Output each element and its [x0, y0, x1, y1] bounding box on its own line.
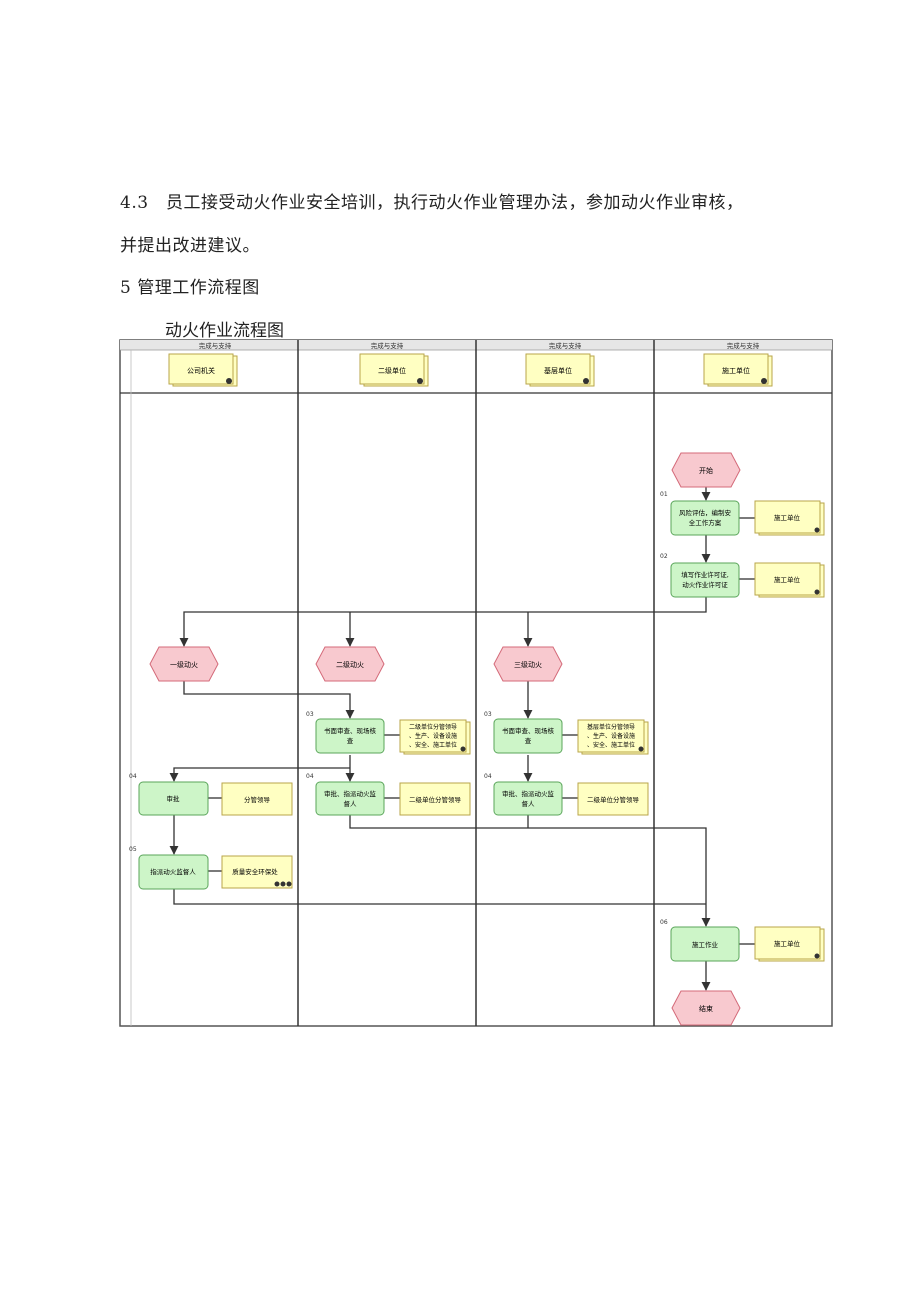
svg-text:施工单位: 施工单位	[774, 513, 801, 522]
role-box-06: 施工单位	[754, 926, 825, 962]
role-box-02: 施工单位	[754, 562, 825, 598]
step-01-box: 风险评估，编制安 全工作方案	[670, 500, 740, 536]
svg-text:、生产、设备设施: 、生产、设备设施	[409, 732, 457, 740]
flow-connectors	[169, 470, 755, 991]
svg-text:审批、指派动火监: 审批、指派动火监	[324, 789, 377, 798]
step-number: 05	[129, 846, 137, 853]
svg-text:二级动火: 二级动火	[336, 660, 364, 669]
role-icon	[761, 378, 767, 384]
lane-role-base-level: 基层单位	[525, 353, 595, 387]
lane-role-company: 公司机关	[168, 353, 238, 387]
role-icon	[814, 589, 820, 595]
lane-role-second-level: 二级单位	[359, 353, 429, 387]
svg-text:二级单位分管领导: 二级单位分管领导	[587, 795, 640, 804]
svg-text:查: 查	[525, 736, 532, 745]
fire-level-3: 三级动火	[493, 646, 563, 682]
svg-text:一级动火: 一级动火	[170, 660, 198, 669]
role-icon	[638, 746, 644, 752]
role-box-l1-05: 质量安全环保处	[221, 855, 293, 889]
svg-text:填写作业许可证,: 填写作业许可证,	[681, 570, 729, 579]
svg-text:全工作方案: 全工作方案	[689, 518, 722, 527]
lane-header-label: 完成与支持	[727, 341, 760, 350]
role-box-l3-03: 基层单位分管领导 、生产、设备设施 、安全、施工单位	[577, 719, 649, 755]
svg-text:指派动火监督人: 指派动火监督人	[150, 867, 196, 876]
svg-text:督人: 督人	[344, 799, 358, 808]
svg-text:动火作业许可证: 动火作业许可证	[682, 580, 728, 589]
step-number: 03	[306, 711, 314, 718]
svg-text:基层单位分管领导: 基层单位分管领导	[587, 723, 635, 731]
end-node: 结束	[671, 990, 741, 1026]
lane-header-label: 完成与支持	[549, 341, 582, 350]
svg-text:审批: 审批	[167, 794, 181, 803]
svg-text:施工作业: 施工作业	[692, 940, 719, 949]
lane-header-label: 完成与支持	[371, 341, 404, 350]
step-l2-04-box: 审批、指派动火监 督人	[315, 781, 385, 816]
step-06-box: 施工作业	[670, 926, 740, 962]
step-number: 02	[660, 553, 668, 560]
svg-text:公司机关: 公司机关	[187, 366, 215, 375]
svg-text:、生产、设备设施: 、生产、设备设施	[587, 732, 635, 740]
step-number: 06	[660, 919, 668, 926]
svg-text:查: 查	[347, 736, 354, 745]
diagram-caption: 动火作业流程图	[165, 321, 284, 341]
role-box-l2-04: 二级单位分管领导	[399, 782, 471, 816]
role-icon	[286, 881, 292, 887]
role-box-l3-04: 二级单位分管领导	[577, 782, 649, 816]
svg-text:二级单位分管领导: 二级单位分管领导	[409, 723, 457, 731]
svg-text:审批、指派动火监: 审批、指派动火监	[502, 789, 555, 798]
step-number: 04	[129, 773, 137, 780]
svg-text:结束: 结束	[699, 1004, 713, 1013]
svg-text:施工单位: 施工单位	[774, 575, 801, 584]
lane-role-contractor: 施工单位	[703, 353, 773, 387]
svg-text:督人: 督人	[522, 799, 536, 808]
paragraph-line-1: 4.3 员工接受动火作业安全培训，执行动火作业管理办法，参加动火作业审核，	[120, 193, 744, 213]
svg-text:书面审查、现场核: 书面审查、现场核	[502, 726, 555, 735]
flowchart: 完成与支持 完成与支持 完成与支持 完成与支持 公司机关 二级单位 基层单位 施…	[119, 339, 833, 1027]
step-number: 03	[484, 711, 492, 718]
role-icon	[280, 881, 286, 887]
fire-level-2: 二级动火	[315, 646, 385, 682]
role-box-01: 施工单位	[754, 500, 825, 536]
step-l3-04-box: 审批、指派动火监 督人	[493, 781, 563, 816]
svg-text:质量安全环保处: 质量安全环保处	[232, 867, 278, 876]
role-icon	[460, 746, 466, 752]
fire-level-1: 一级动火	[149, 646, 219, 682]
role-icon	[226, 378, 232, 384]
svg-text:分管领导: 分管领导	[244, 795, 271, 804]
role-icon	[274, 881, 280, 887]
role-icon	[417, 378, 423, 384]
svg-text:风险评估，编制安: 风险评估，编制安	[679, 508, 732, 517]
lane-header-label: 完成与支持	[199, 341, 232, 350]
start-node: 开始	[671, 452, 741, 488]
step-l3-03-box: 书面审查、现场核 查	[493, 718, 563, 754]
role-box-l2-03: 二级单位分管领导 、生产、设备设施 、安全、施工单位	[399, 719, 471, 755]
svg-text:基层单位: 基层单位	[544, 366, 572, 375]
paragraph-line-2: 并提出改进建议。	[120, 236, 260, 256]
svg-text:施工单位: 施工单位	[774, 939, 801, 948]
step-number: 04	[306, 773, 314, 780]
svg-text:书面审查、现场核: 书面审查、现场核	[324, 726, 377, 735]
svg-text:开始: 开始	[699, 466, 713, 475]
step-l1-04-box: 审批	[138, 781, 209, 816]
role-box-l1-04: 分管领导	[221, 782, 293, 816]
role-icon	[814, 527, 820, 533]
svg-text:、安全、施工单位: 、安全、施工单位	[409, 741, 457, 749]
svg-text:三级动火: 三级动火	[514, 660, 542, 669]
role-icon	[814, 953, 820, 959]
step-number: 04	[484, 773, 492, 780]
role-icon	[583, 378, 589, 384]
svg-text:二级单位: 二级单位	[378, 366, 406, 375]
step-02-box: 填写作业许可证, 动火作业许可证	[670, 562, 740, 598]
step-l2-03-box: 书面审查、现场核 查	[315, 718, 385, 754]
svg-text:施工单位: 施工单位	[722, 366, 750, 375]
step-number: 01	[660, 491, 668, 498]
svg-text:二级单位分管领导: 二级单位分管领导	[409, 795, 462, 804]
svg-text:、安全、施工单位: 、安全、施工单位	[587, 741, 635, 749]
section-heading: 5 管理工作流程图	[120, 278, 260, 298]
step-l1-05-box: 指派动火监督人	[138, 854, 209, 890]
